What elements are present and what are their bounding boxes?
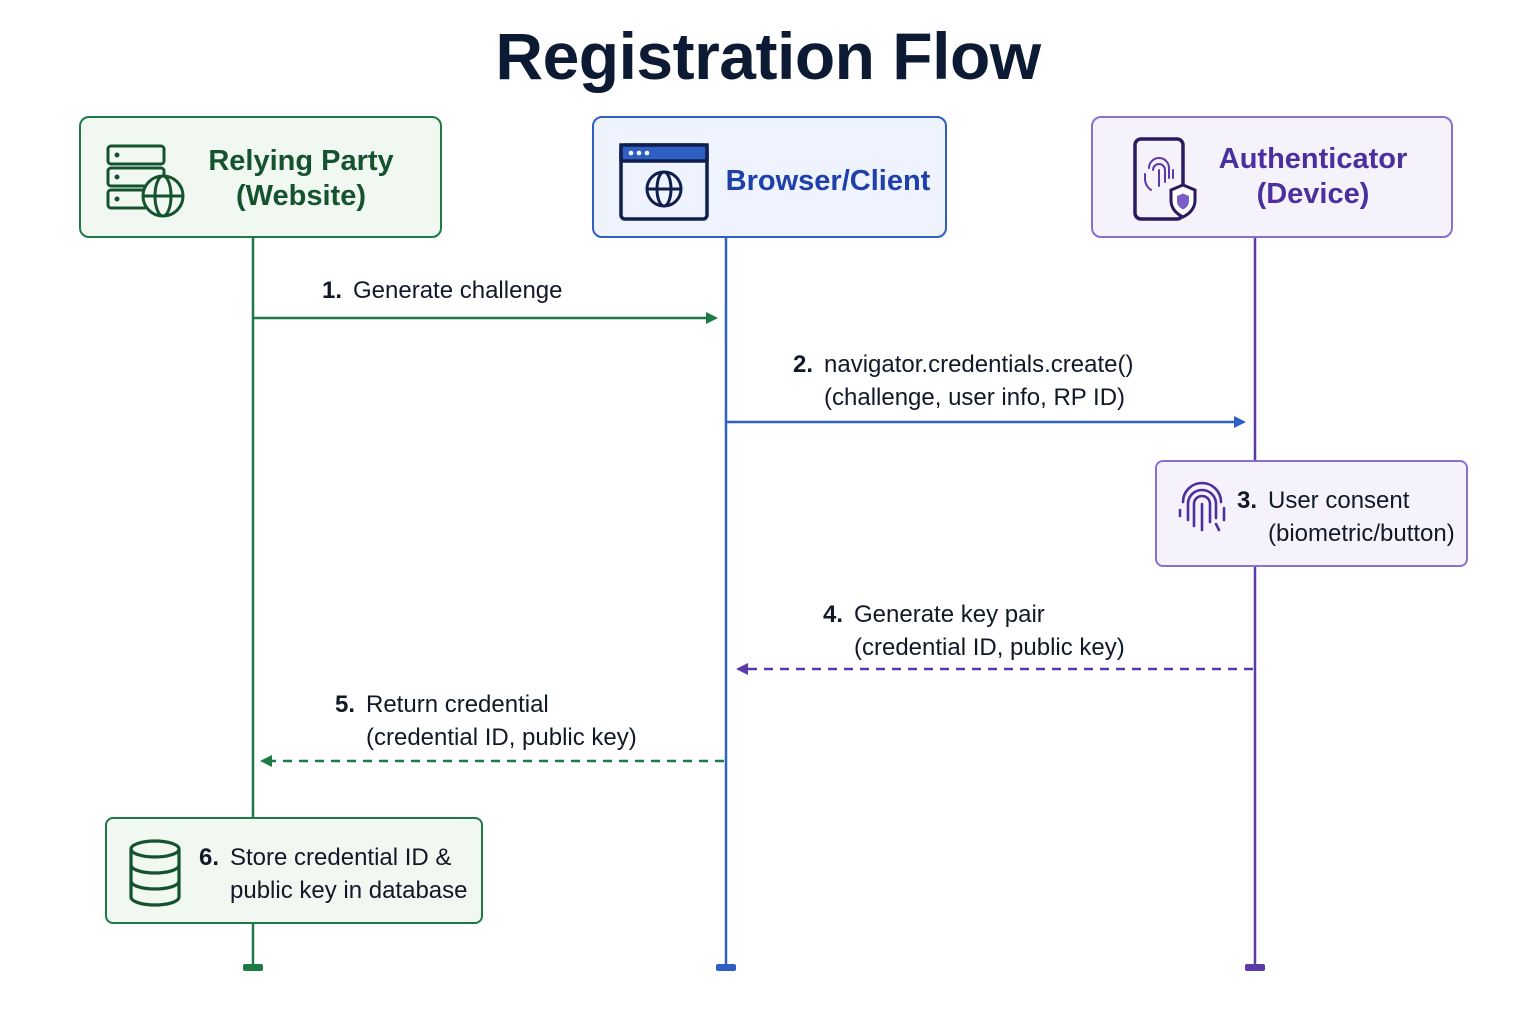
lifeline-authenticator-end bbox=[1245, 964, 1265, 971]
step-text: Store credential ID & bbox=[230, 844, 452, 871]
step-number: 5. bbox=[335, 691, 356, 718]
actor-browser-client: Browser/Client bbox=[592, 116, 947, 238]
step-detail: (challenge, user info, RP ID) bbox=[824, 384, 1126, 411]
actor-name: Authenticator bbox=[1218, 143, 1408, 175]
step-text: Return credential bbox=[366, 691, 549, 718]
step-text: Generate challenge bbox=[353, 277, 563, 304]
step-1-label: 1. Generate challenge bbox=[322, 274, 562, 307]
actor-relying-party: Relying Party (Website) bbox=[79, 116, 442, 238]
step-number: 6. bbox=[199, 844, 220, 871]
lifeline-browser-end bbox=[716, 964, 736, 971]
actor-name: Browser/Client bbox=[725, 165, 931, 197]
step-number: 4. bbox=[823, 601, 844, 628]
step-detail: (biometric/button) bbox=[1268, 520, 1455, 547]
phone-fingerprint-shield-icon bbox=[1133, 137, 1197, 221]
step-text: navigator.credentials.create() bbox=[824, 351, 1134, 378]
step-number: 3. bbox=[1237, 487, 1258, 514]
step-6-box: 6. Store credential ID & public key in da… bbox=[105, 817, 483, 924]
actor-subname: (Website) bbox=[236, 180, 366, 212]
actor-subname: (Device) bbox=[1256, 178, 1370, 210]
lifeline-relying-party-end bbox=[243, 964, 263, 971]
step-4-label: 4. Generate key pair (credential ID, publ… bbox=[823, 598, 1125, 664]
step-number: 2. bbox=[793, 351, 814, 378]
step-detail: (credential ID, public key) bbox=[366, 724, 637, 751]
server-globe-icon bbox=[106, 144, 185, 218]
browser-globe-icon bbox=[619, 143, 709, 221]
step-text: User consent bbox=[1268, 487, 1410, 514]
actor-authenticator: Authenticator (Device) bbox=[1091, 116, 1453, 238]
step-3-box: 3. User consent (biometric/button) bbox=[1155, 460, 1468, 567]
fingerprint-icon bbox=[1178, 481, 1226, 532]
step-detail: public key in database bbox=[230, 877, 468, 904]
actor-name: Relying Party bbox=[208, 145, 394, 177]
step-2-label: 2. navigator.credentials.create() (challe… bbox=[793, 348, 1134, 414]
step-detail: (credential ID, public key) bbox=[854, 634, 1125, 661]
step-number: 1. bbox=[322, 277, 343, 304]
database-icon bbox=[129, 839, 181, 907]
diagram-title: Registration Flow bbox=[495, 19, 1041, 93]
step-5-label: 5. Return credential (credential ID, publ… bbox=[335, 688, 637, 754]
step-text: Generate key pair bbox=[854, 601, 1045, 628]
